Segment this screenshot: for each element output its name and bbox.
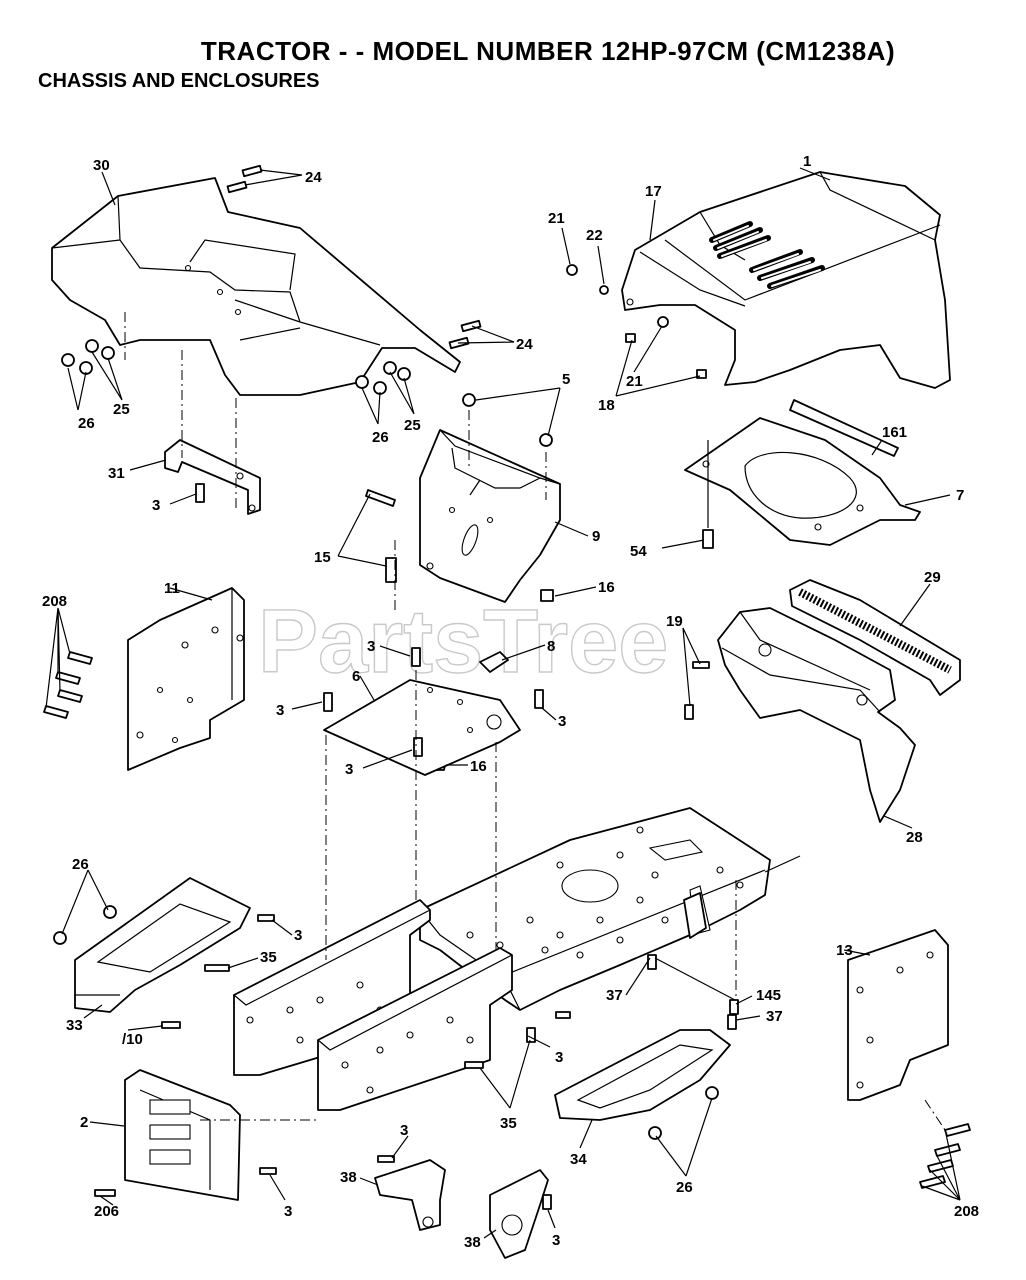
frame-rail-right bbox=[317, 947, 513, 1111]
callout-3: 3 bbox=[276, 702, 284, 719]
callout-21: 21 bbox=[626, 373, 643, 390]
misc-hardware bbox=[53, 892, 739, 1210]
callout-29: 29 bbox=[924, 569, 941, 586]
callout-37: 37 bbox=[766, 1008, 783, 1025]
callout-26: 26 bbox=[372, 429, 389, 446]
callout-206: 206 bbox=[94, 1203, 119, 1220]
part-3-screws bbox=[195, 483, 544, 757]
callout-7: 7 bbox=[956, 487, 964, 504]
callout-38: 38 bbox=[464, 1234, 481, 1251]
callout-labels: 30 24 24 26 25 26 25 31 3 21 22 17 1 21 … bbox=[42, 153, 979, 1251]
callout-3: 3 bbox=[400, 1122, 408, 1139]
part-208-bolts-right bbox=[919, 1123, 971, 1189]
callout-3: 3 bbox=[552, 1232, 560, 1249]
callout-35: 35 bbox=[500, 1115, 517, 1132]
callout-25: 25 bbox=[113, 401, 130, 418]
part-28-nose bbox=[717, 607, 916, 823]
part-54-screw bbox=[702, 440, 714, 549]
part-30-fender bbox=[51, 177, 461, 396]
callout-18: 18 bbox=[598, 397, 615, 414]
callout-3: 3 bbox=[345, 761, 353, 778]
callout-3: 3 bbox=[284, 1203, 292, 1220]
part-6-plate bbox=[323, 679, 521, 776]
callout-10: /10 bbox=[122, 1031, 143, 1048]
part-38-bracket-b bbox=[489, 1169, 549, 1259]
callout-3: 3 bbox=[555, 1049, 563, 1066]
callout-16: 16 bbox=[470, 758, 487, 775]
part-38-bracket-a bbox=[374, 1159, 446, 1231]
callout-26: 26 bbox=[72, 856, 89, 873]
part-15-bolts bbox=[365, 489, 397, 583]
part-2-bracket bbox=[124, 1069, 241, 1201]
callout-24: 24 bbox=[516, 336, 533, 353]
callout-26: 26 bbox=[676, 1179, 693, 1196]
part-34-footrest bbox=[554, 1029, 731, 1121]
part-11-side-panel bbox=[127, 587, 245, 771]
callout-161: 161 bbox=[882, 424, 907, 441]
callout-2: 2 bbox=[80, 1114, 88, 1131]
callout-208: 208 bbox=[42, 593, 67, 610]
part-7-pan bbox=[684, 417, 921, 546]
callout-19: 19 bbox=[666, 613, 683, 630]
callout-37: 37 bbox=[606, 987, 623, 1004]
part-13-side-panel bbox=[847, 929, 949, 1101]
alignment-lines bbox=[124, 312, 946, 1131]
callout-22: 22 bbox=[586, 227, 603, 244]
part-16-nut-a bbox=[540, 589, 554, 602]
callout-5: 5 bbox=[562, 371, 570, 388]
part-208-bolts-left bbox=[43, 651, 93, 719]
callout-3: 3 bbox=[152, 497, 160, 514]
callout-35: 35 bbox=[260, 949, 277, 966]
callout-6: 6 bbox=[352, 668, 360, 685]
part-31-bracket bbox=[164, 439, 261, 515]
callout-17: 17 bbox=[645, 183, 662, 200]
callout-33: 33 bbox=[66, 1017, 83, 1034]
callout-3: 3 bbox=[367, 638, 375, 655]
callout-24: 24 bbox=[305, 169, 322, 186]
callout-25: 25 bbox=[404, 417, 421, 434]
callout-26: 26 bbox=[78, 415, 95, 432]
callout-11: 11 bbox=[164, 580, 180, 597]
callout-8: 8 bbox=[547, 638, 555, 655]
callout-38: 38 bbox=[340, 1169, 357, 1186]
part-8-clip bbox=[479, 651, 509, 673]
callout-13: 13 bbox=[836, 942, 853, 959]
leader-lines bbox=[45, 167, 961, 1239]
callout-31: 31 bbox=[108, 465, 125, 482]
diagram-title: TRACTOR - - MODEL NUMBER 12HP-97CM (CM12… bbox=[200, 36, 896, 66]
part-5-grommet-b bbox=[539, 433, 553, 447]
callout-54: 54 bbox=[630, 543, 647, 560]
part-17-hood bbox=[621, 171, 951, 389]
callout-1: 1 bbox=[803, 153, 811, 170]
diagram-subtitle: CHASSIS AND ENCLOSURES bbox=[38, 70, 320, 92]
callout-208: 208 bbox=[954, 1203, 979, 1220]
watermark: PartsTree bbox=[258, 592, 668, 692]
callout-3: 3 bbox=[294, 927, 302, 944]
part-33-footrest bbox=[74, 877, 251, 1013]
part-21-22-hardware bbox=[566, 264, 609, 295]
callout-21: 21 bbox=[548, 210, 565, 227]
callout-34: 34 bbox=[570, 1151, 587, 1168]
callout-30: 30 bbox=[93, 157, 110, 174]
callout-15: 15 bbox=[314, 549, 331, 566]
part-161-strip bbox=[789, 399, 899, 457]
callout-145: 145 bbox=[756, 987, 781, 1004]
callout-16: 16 bbox=[598, 579, 615, 596]
part-19-screws bbox=[684, 661, 710, 720]
part-5-grommet-a bbox=[462, 393, 476, 407]
part-29-grille bbox=[789, 579, 961, 696]
callout-3: 3 bbox=[558, 713, 566, 730]
part-9-dash-panel bbox=[419, 429, 561, 603]
callout-9: 9 bbox=[592, 528, 600, 545]
callout-28: 28 bbox=[906, 829, 923, 846]
